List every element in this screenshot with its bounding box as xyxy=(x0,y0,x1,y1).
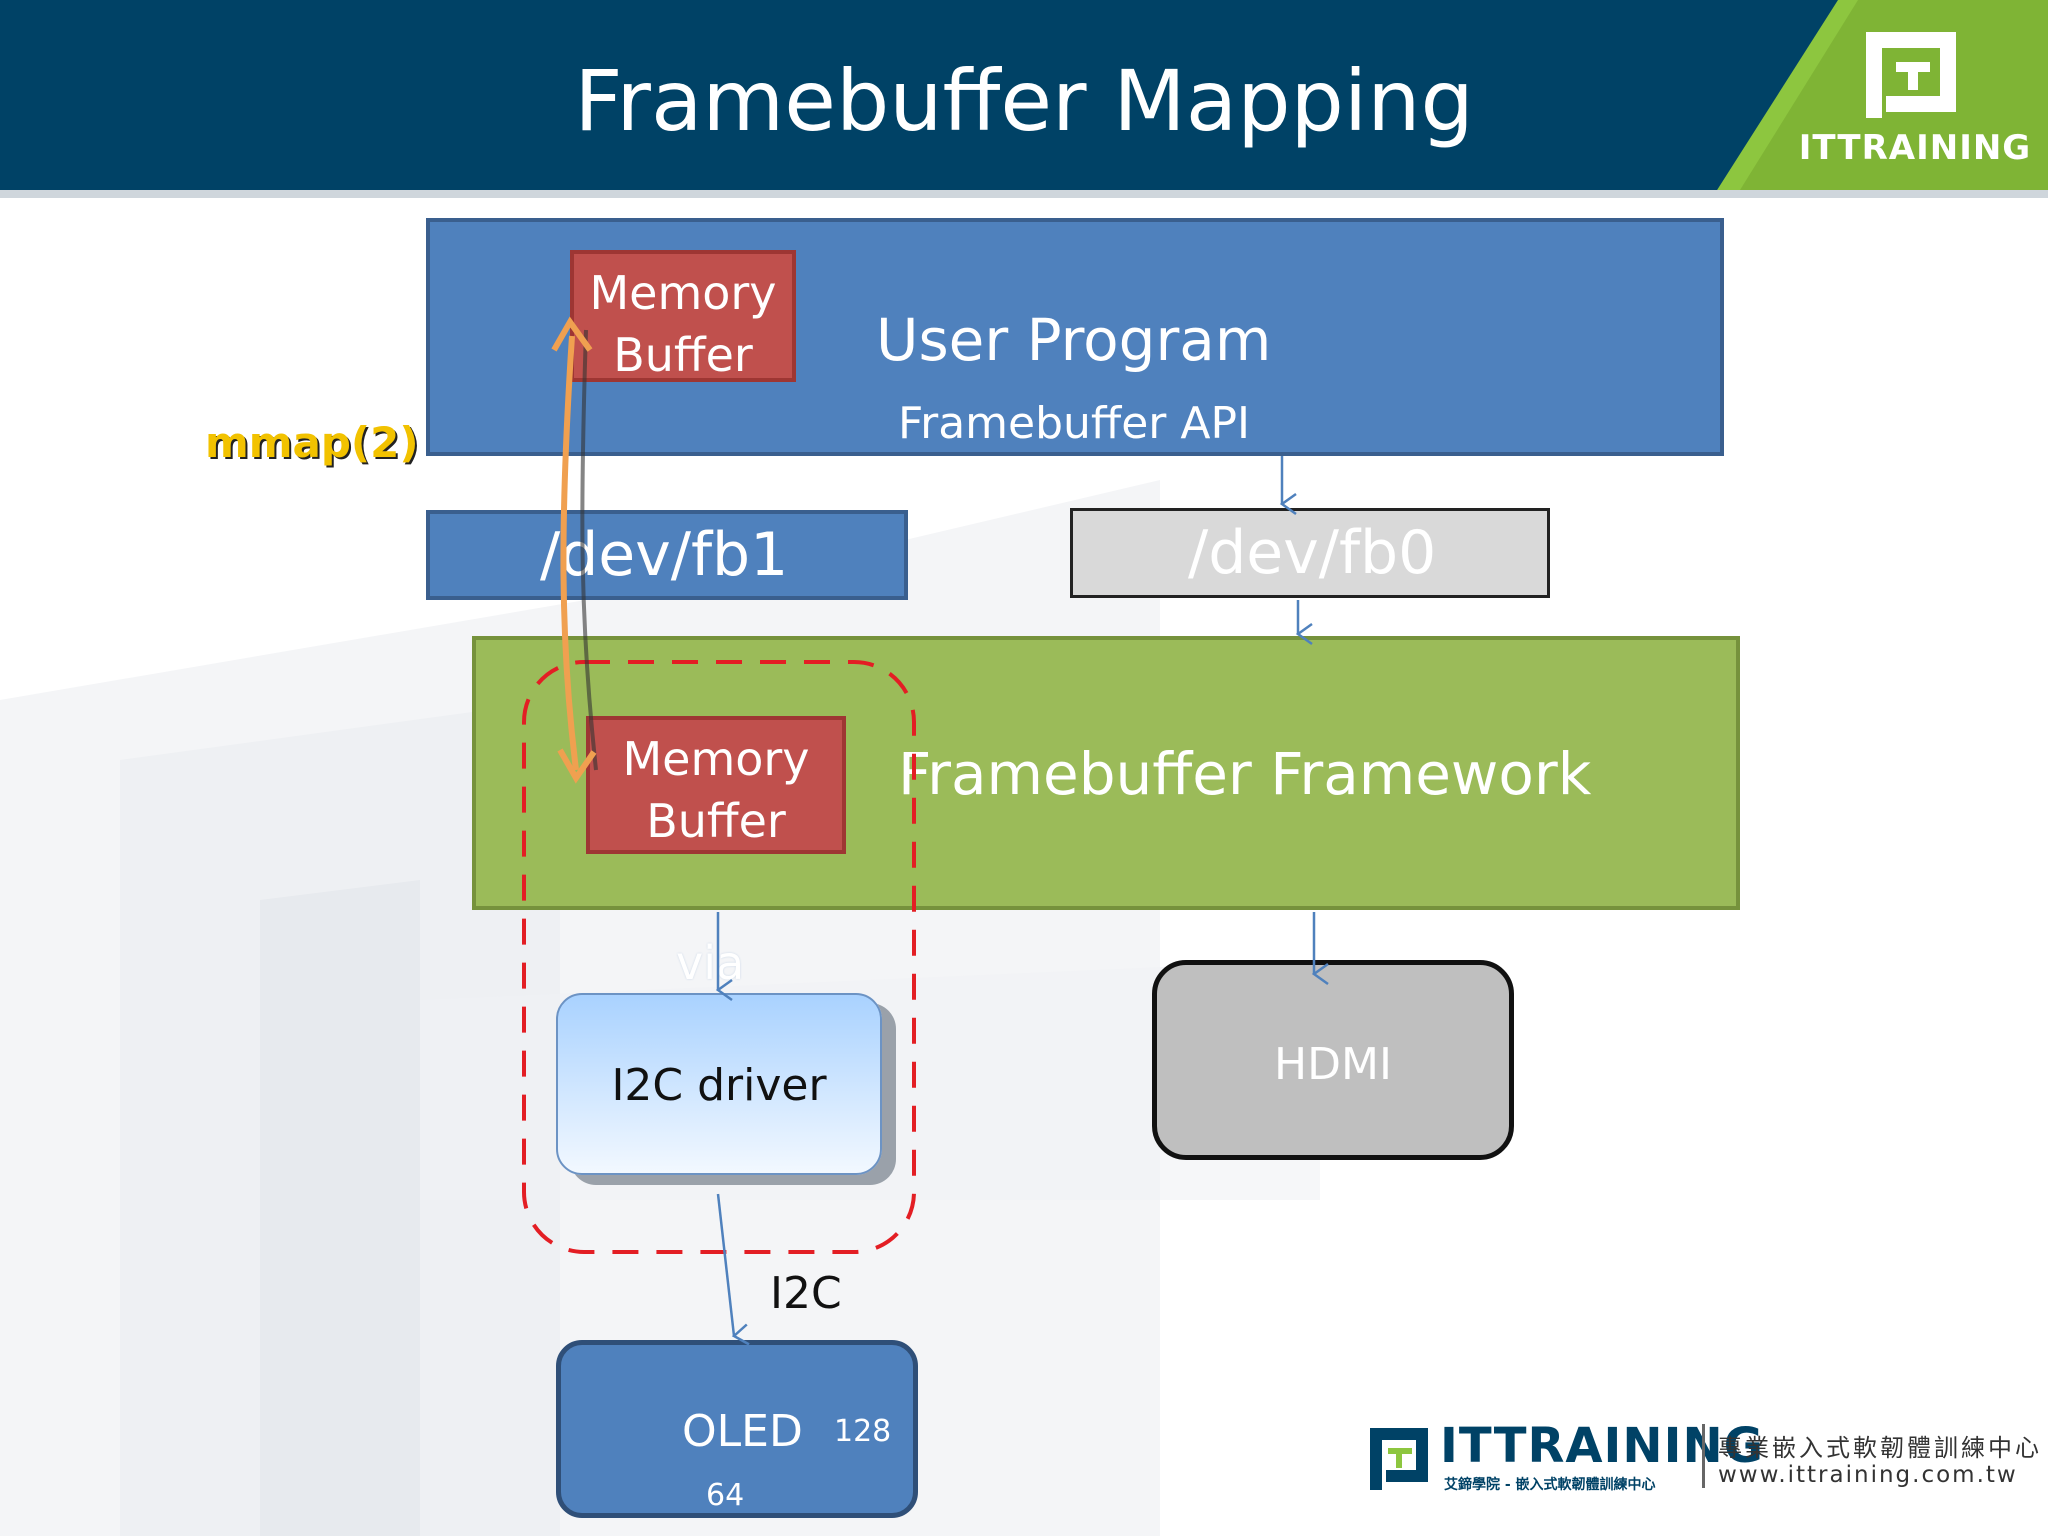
footer-divider xyxy=(1702,1424,1705,1488)
footer-brand: ITTRAINING xyxy=(1440,1418,1765,1474)
footer-logo-icon xyxy=(1370,1428,1428,1490)
footer-brand-sub: 艾鍗學院 - 嵌入式軟韌體訓練中心 xyxy=(1444,1477,1656,1493)
oled-width-label: 128 xyxy=(834,1414,892,1449)
user-memory-buffer-line2: Buffer xyxy=(613,328,753,382)
i2c-bus-label: I2C xyxy=(770,1268,842,1319)
dev-fb0-label: /dev/fb0 xyxy=(1188,518,1437,588)
dev-fb0-box xyxy=(1070,508,1550,598)
footer-tagline: 專業嵌入式軟韌體訓練中心 xyxy=(1718,1434,2042,1462)
i2c-driver-box: I2C driver xyxy=(556,993,882,1175)
oled-height-label: 64 xyxy=(706,1478,745,1513)
hdmi-box: HDMI xyxy=(1152,960,1514,1160)
ittraining-logo-icon xyxy=(1866,32,1956,118)
framebuffer-api-label: Framebuffer API xyxy=(898,398,1250,449)
framebuffer-framework-label: Framebuffer Framework xyxy=(898,740,1592,808)
framework-memory-buffer-line1: Memory xyxy=(622,732,810,786)
dev-fb1-box xyxy=(426,510,908,600)
footer-url-link[interactable]: www.ittraining.com.tw xyxy=(1718,1462,2018,1488)
dev-fb1-label: /dev/fb1 xyxy=(540,520,789,590)
framework-memory-buffer: Memory Buffer xyxy=(586,716,846,854)
header-logo-text: ITTRAINING xyxy=(1798,128,2032,168)
user-memory-buffer-line1: Memory xyxy=(589,266,777,320)
slide-title: Framebuffer Mapping xyxy=(574,52,1474,150)
user-memory-buffer: Memory Buffer xyxy=(570,250,796,382)
oled-label: OLED xyxy=(682,1406,803,1457)
via-label: via xyxy=(676,936,745,990)
header-divider xyxy=(0,190,2048,198)
slide-header xyxy=(0,0,2048,190)
framework-memory-buffer-line2: Buffer xyxy=(646,794,786,848)
user-program-label: User Program xyxy=(876,306,1272,374)
mmap-label: mmap(2) xyxy=(205,418,419,467)
